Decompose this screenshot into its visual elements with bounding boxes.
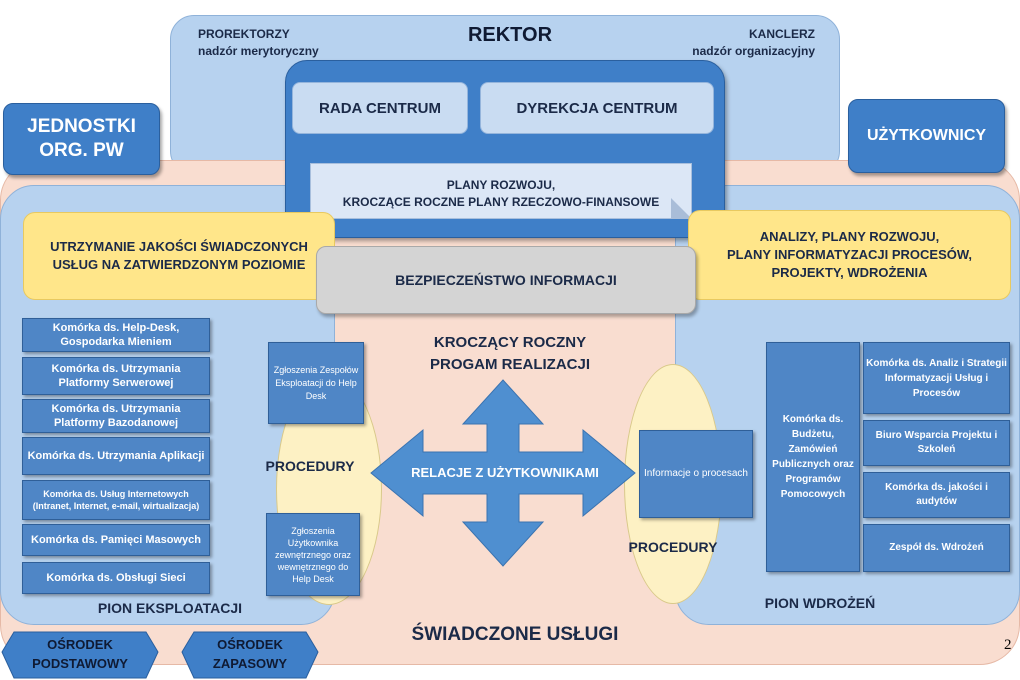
cell-utrzymanie-aplikacji[interactable]: Komórka ds. Utrzymania Aplikacji xyxy=(22,437,210,475)
kanclerz-label: KANCLERZ nadzór organizacyjny xyxy=(660,26,815,60)
jednostki-org-box[interactable]: JEDNOSTKI ORG. PW xyxy=(3,103,160,175)
procedury-left-label: PROCEDURY xyxy=(265,458,355,474)
program-line1: KROCZĄCY ROCZNY xyxy=(433,334,587,351)
osrodek-zapasowy-shape xyxy=(181,631,319,679)
cell-jakosc-audyty[interactable]: Komórka ds. jakości i audytów xyxy=(863,472,1010,518)
utrzymanie-line2: USŁUG NA ZATWIERDZONYM POZIOMIE xyxy=(52,257,306,272)
dyrekcja-centrum-box[interactable]: DYREKCJA CENTRUM xyxy=(480,82,714,134)
jednostki-line1: JEDNOSTKI xyxy=(27,116,136,137)
uzytkownicy-label: UŻYTKOWNICY xyxy=(866,127,987,144)
rektor-title: REKTOR xyxy=(467,24,553,46)
podstawowy-line2: PODSTAWOWY xyxy=(32,656,128,671)
bezpieczenstwo-box[interactable]: BEZPIECZEŃSTWO INFORMACJI xyxy=(316,246,696,314)
cell-help-desk[interactable]: Komórka ds. Help-Desk, Gospodarka Mienie… xyxy=(22,318,210,352)
kanclerz-subtitle: nadzór organizacyjny xyxy=(692,44,815,58)
cell-zespol-wdrozen[interactable]: Zespół ds. Wdrożeń xyxy=(863,524,1010,572)
uzytkownicy-box[interactable]: UŻYTKOWNICY xyxy=(848,99,1005,173)
procedury-right-label: PROCEDURY xyxy=(628,539,718,555)
podstawowy-line1: OŚRODEK xyxy=(47,637,113,652)
analizy-band: ANALIZY, PLANY ROZWOJU, PLANY INFORMATYZ… xyxy=(688,210,1011,300)
zgloszenia-zespolow-box[interactable]: Zgłoszenia Zespołów Eksploatacji do Help… xyxy=(268,342,364,424)
cell-platforma-serwerowa[interactable]: Komórka ds. Utrzymania Platformy Serwero… xyxy=(22,357,210,395)
analizy-line1: ANALIZY, PLANY ROZWOJU, xyxy=(759,229,940,244)
analizy-line2: PLANY INFORMATYZACJI PROCESÓW, xyxy=(726,247,973,262)
cell-obsluga-sieci[interactable]: Komórka ds. Obsługi Sieci xyxy=(22,562,210,594)
rada-centrum-label: RADA CENTRUM xyxy=(319,99,441,117)
cell-analizy-strategii[interactable]: Komórka ds. Analiz i Strategii Informaty… xyxy=(863,342,1010,414)
cell-biuro-wsparcia[interactable]: Biuro Wsparcia Projektu i Szkoleń xyxy=(863,420,1010,466)
osrodek-zapasowy-label[interactable]: OŚRODEK ZAPASOWY xyxy=(185,635,315,673)
cell-uslugi-internetowe[interactable]: Komórka ds. Usług Internetowych (Intrane… xyxy=(22,480,210,520)
pion-eksploatacji-title: PION EKSPLOATACJI xyxy=(97,600,243,616)
cell-budzet[interactable]: Komórka ds. Budżetu, Zamówień Publicznyc… xyxy=(766,342,860,572)
relacje-label: RELACJE Z UŻYTKOWNIKAMI xyxy=(411,465,599,480)
document-fold-icon xyxy=(671,198,692,219)
cell-pamieci-masowe[interactable]: Komórka ds. Pamięci Masowych xyxy=(22,524,210,556)
osrodek-podstawowy-shape xyxy=(1,631,159,679)
kanclerz-title: KANCLERZ xyxy=(749,27,815,41)
zapasowy-line1: OŚRODEK xyxy=(217,637,283,652)
program-line2: PROGAM REALIZACJI xyxy=(429,356,590,373)
cell-platforma-bazodanowa[interactable]: Komórka ds. Utrzymania Platformy Bazodan… xyxy=(22,399,210,433)
four-way-arrow-icon xyxy=(370,379,636,567)
utrzymanie-line1: UTRZYMANIE JAKOŚCI ŚWIADCZONYCH xyxy=(50,239,308,254)
prorektorzy-title: PROREKTORZY xyxy=(198,27,290,41)
informacje-o-procesach-box[interactable]: Informacje o procesach xyxy=(639,430,753,518)
plany-document: PLANY ROZWOJU, KROCZĄCE ROCZNE PLANY RZE… xyxy=(310,163,692,219)
jednostki-line2: ORG. PW xyxy=(39,140,124,161)
swiadczone-uslugi-title: ŚWIADCZONE USŁUGI xyxy=(411,624,619,645)
plany-line2: KROCZĄCE ROCZNE PLANY RZECZOWO-FINANSOWE xyxy=(342,195,660,209)
zgloszenia-uzytkownika-box[interactable]: Zgłoszenia Użytkownika zewnętrznego oraz… xyxy=(266,513,360,596)
analizy-line3: PROJEKTY, WDROŻENIA xyxy=(771,265,928,280)
pion-wdrozen-title: PION WDROŻEŃ xyxy=(764,595,876,611)
utrzymanie-band: UTRZYMANIE JAKOŚCI ŚWIADCZONYCH USŁUG NA… xyxy=(23,212,335,300)
zapasowy-line2: ZAPASOWY xyxy=(212,656,288,671)
osrodek-podstawowy-label[interactable]: OŚRODEK PODSTAWOWY xyxy=(10,635,150,673)
dyrekcja-centrum-label: DYREKCJA CENTRUM xyxy=(516,99,678,117)
page-number: 2 xyxy=(1004,637,1012,653)
plany-line1: PLANY ROZWOJU, xyxy=(446,178,556,192)
rada-centrum-box[interactable]: RADA CENTRUM xyxy=(292,82,468,134)
prorektorzy-subtitle: nadzór merytoryczny xyxy=(198,44,319,58)
bezpieczenstwo-label: BEZPIECZEŃSTWO INFORMACJI xyxy=(395,272,617,288)
prorektorzy-label: PROREKTORZY nadzór merytoryczny xyxy=(198,26,319,60)
program-realizacji-title: KROCZĄCY ROCZNY PROGAM REALIZACJI xyxy=(405,332,615,376)
